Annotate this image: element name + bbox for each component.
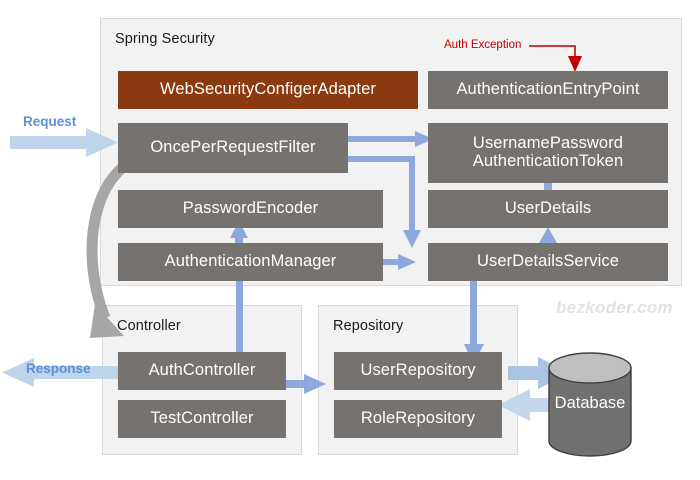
arrow-filter-to-token: [347, 131, 433, 147]
box-rolerepository[interactable]: RoleRepository: [334, 400, 502, 438]
box-userdetailsservice[interactable]: UserDetailsService: [428, 243, 668, 281]
box-userdetails[interactable]: UserDetails: [428, 190, 668, 228]
panel-title-spring-security: Spring Security: [115, 31, 215, 47]
arrow-auth-exception: [529, 45, 582, 72]
arrow-response: [2, 358, 118, 387]
arrow-authmanager-to-passwordencoder: [230, 221, 248, 246]
box-passwordencoder[interactable]: PasswordEncoder: [118, 190, 383, 228]
watermark: bezkoder.com: [556, 298, 673, 317]
box-authcontroller[interactable]: AuthController: [118, 352, 286, 390]
request-label: Request: [23, 114, 77, 129]
box-label-line2: AuthenticationToken: [472, 152, 624, 170]
database-cylinder: [548, 352, 632, 457]
panel-title-controller: Controller: [117, 318, 181, 334]
box-label-line1: UsernamePassword: [472, 134, 624, 153]
arrow-request: [10, 128, 118, 157]
box-label: RoleRepository: [360, 409, 476, 428]
box-websecurityconfigeradapter[interactable]: WebSecurityConfigerAdapter: [118, 71, 418, 109]
box-label: UserDetails: [504, 199, 592, 218]
box-label: PasswordEncoder: [182, 199, 319, 218]
box-authenticationmanager[interactable]: AuthenticationManager: [118, 243, 383, 281]
box-testcontroller[interactable]: TestController: [118, 400, 286, 438]
box-usernamepasswordauthenticationtoken[interactable]: UsernamePassword AuthenticationToken: [428, 123, 668, 183]
box-label: AuthenticationManager: [164, 252, 337, 271]
arrow-filter-to-controller: [86, 146, 159, 321]
arrow-controller-to-repository: [276, 374, 326, 394]
arrow-userdetailsservice-to-userrepository: [464, 277, 484, 364]
response-label: Response: [26, 361, 91, 376]
panel-title-repository: Repository: [333, 318, 404, 334]
box-label: UserDetailsService: [476, 252, 620, 271]
box-label: TestController: [150, 409, 254, 428]
box-label: AuthenticationEntryPoint: [456, 80, 640, 99]
arrow-filter-to-controller-head: [90, 304, 124, 338]
box-label: UserRepository: [360, 361, 476, 380]
box-label: WebSecurityConfigerAdapter: [160, 80, 376, 99]
box-authenticationentrypoint[interactable]: AuthenticationEntryPoint: [428, 71, 668, 109]
box-label: OncePerRequestFilter: [150, 138, 316, 157]
auth-exception-label: Auth Exception: [444, 39, 522, 51]
box-onceperrequestfilter[interactable]: OncePerRequestFilter: [118, 123, 348, 173]
database-label: Database: [554, 394, 626, 412]
arrow-filter-to-userdetailsservice: [347, 156, 421, 248]
arrow-authmanager-to-userdetailsservice: [376, 254, 416, 270]
box-userrepository[interactable]: UserRepository: [334, 352, 502, 390]
box-label: AuthController: [148, 361, 256, 380]
